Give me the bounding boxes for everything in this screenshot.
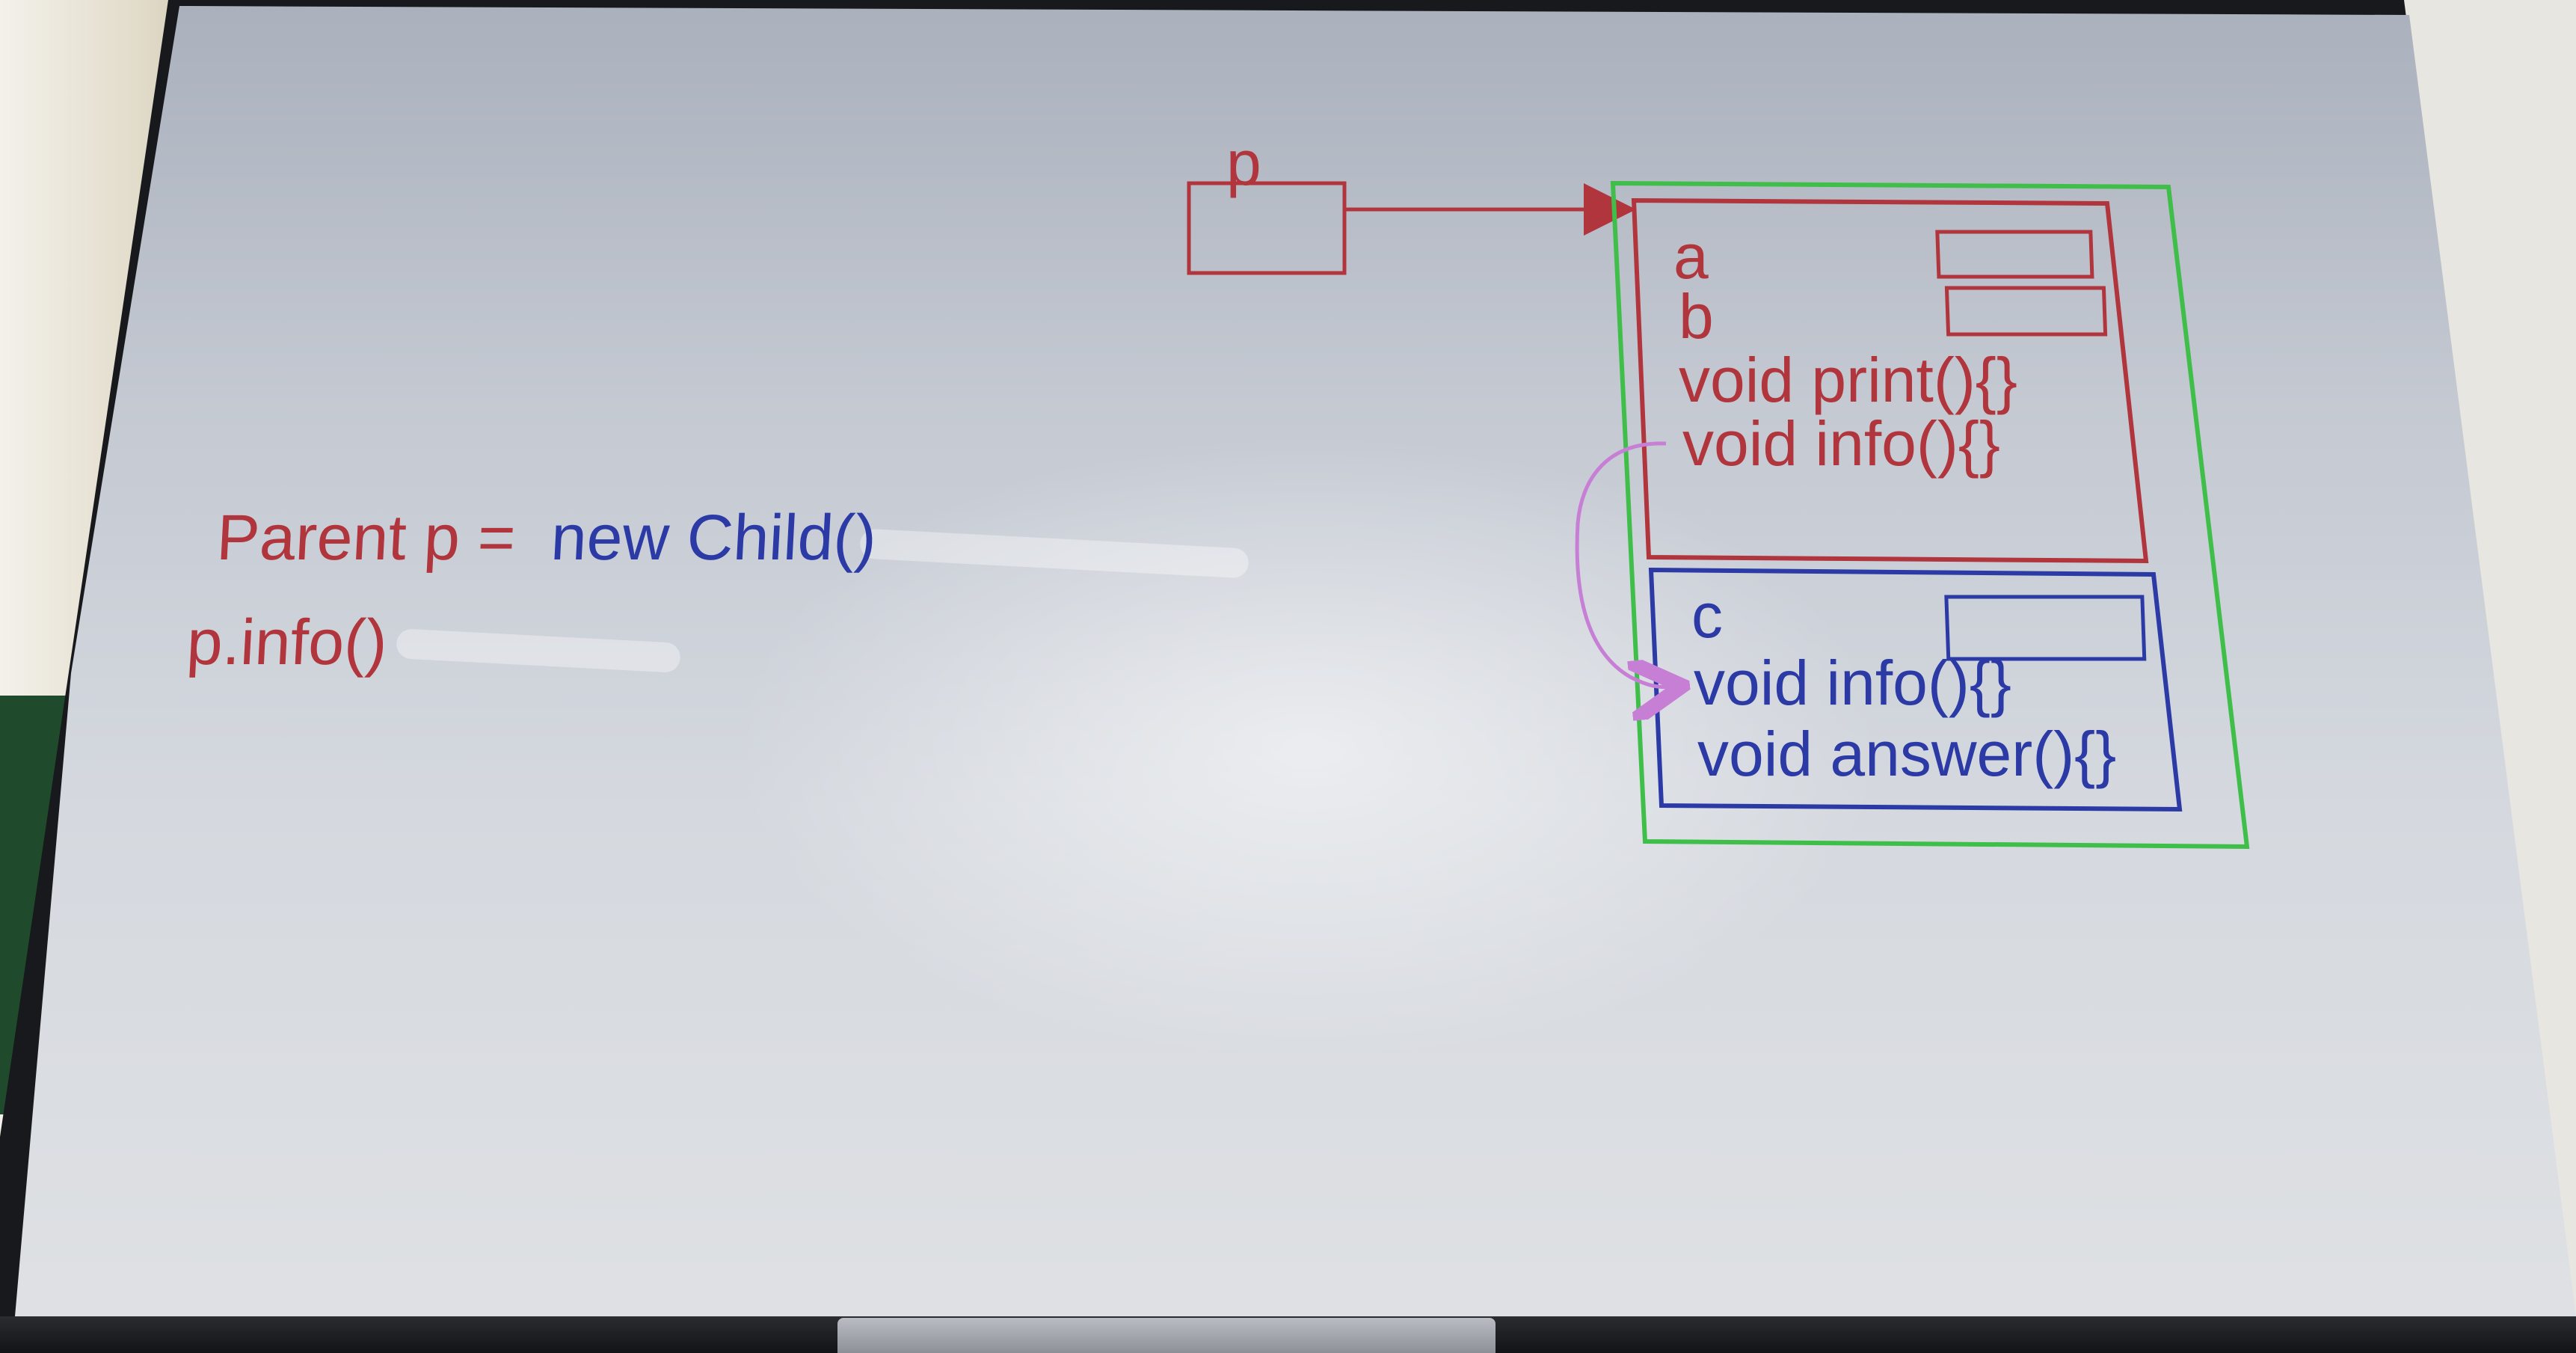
parent-field-a: a	[1673, 221, 1709, 292]
tv-stand	[837, 1318, 1496, 1353]
child-field-c: c	[1691, 580, 1723, 651]
field-c-box	[1944, 595, 2147, 661]
parent-part-box	[1631, 197, 2149, 564]
field-a-box	[1935, 230, 2094, 279]
child-method-answer: void answer(){}	[1697, 719, 2117, 789]
child-object-outline	[1610, 180, 2250, 850]
override-arrow	[1575, 441, 1675, 687]
variable-label-p: p	[1226, 128, 1261, 198]
parent-method-info: void info(){}	[1682, 408, 2000, 479]
parent-method-print: void print(){}	[1679, 345, 2017, 415]
reference-variable-box	[1187, 181, 1347, 275]
child-method-info: void info(){}	[1694, 648, 2011, 718]
parent-field-b: b	[1679, 281, 1714, 352]
field-b-box	[1944, 286, 2108, 337]
child-part-box	[1648, 567, 2183, 812]
